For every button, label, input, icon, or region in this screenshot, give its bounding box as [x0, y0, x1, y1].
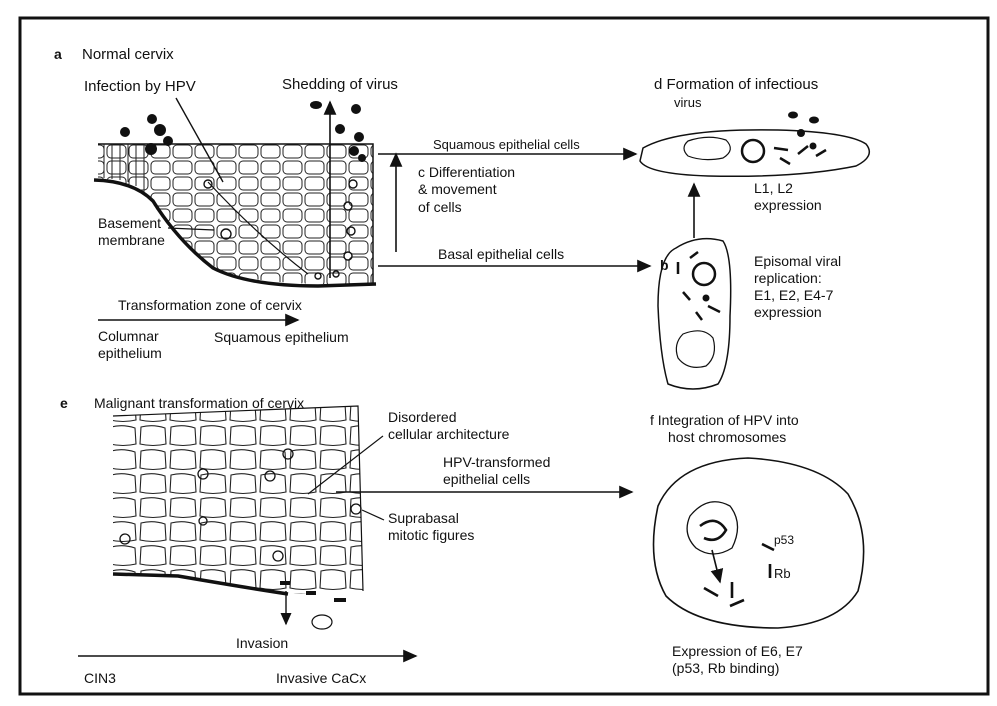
oncoproteins-f [704, 544, 774, 606]
panel-a-title: Normal cervix [82, 46, 174, 63]
hpv-transformed-label-1: HPV-transformed [443, 454, 550, 470]
basement-label-1: Basement [98, 215, 161, 231]
expression-label-2: (p53, Rb binding) [672, 660, 779, 676]
cin3-label: CIN3 [84, 670, 116, 686]
integrated-dna-f [700, 521, 726, 540]
panel-e: e Malignant transformation of cervix Dis… [60, 395, 632, 686]
virion-b [703, 295, 710, 302]
host-cell-f [654, 458, 864, 628]
nucleus-b [676, 331, 714, 368]
malignant-tissue [108, 404, 368, 596]
p53-label: p53 [774, 533, 794, 547]
disordered-label-2: cellular architecture [388, 426, 510, 442]
viral-episome-d [742, 140, 764, 162]
nucleus-f [687, 502, 737, 554]
panel-d: d Formation of infectious virus L1, L2 e… [640, 76, 869, 238]
panel-f-title-1: f Integration of HPV into [650, 412, 799, 428]
panel-b: b Episomal viral replication: E1, E2, E4… [658, 239, 841, 389]
episome-b [693, 263, 715, 285]
suprabasal-label-1: Suprabasal [388, 510, 459, 526]
differentiation-label-3: of cells [418, 199, 462, 215]
figure-border [20, 18, 988, 694]
infection-label: Infection by HPV [84, 78, 196, 95]
episomal-label-2: replication: [754, 270, 822, 286]
squamous-epithelium-label: Squamous epithelium [214, 329, 349, 345]
transformation-zone-label: Transformation zone of cervix [118, 297, 302, 313]
expression-arrow-f [712, 550, 720, 582]
invasive-label: Invasive CaCx [276, 670, 366, 686]
panel-a-letter: a [54, 46, 62, 62]
nucleus-d [684, 137, 730, 159]
expression-label-1: Expression of E6, E7 [672, 643, 803, 659]
invasion-label: Invasion [236, 635, 288, 651]
episomal-label-3: E1, E2, E4-7 [754, 287, 834, 303]
basement-label-2: membrane [98, 232, 165, 248]
suprabasal-label-2: mitotic figures [388, 527, 474, 543]
panel-e-letter: e [60, 395, 68, 411]
panel-f-title-2: host chromosomes [668, 429, 786, 445]
figure-frame: a Normal cervix Infection by HPV Sheddin… [18, 16, 993, 696]
panel-a: a Normal cervix Infection by HPV Sheddin… [54, 46, 650, 361]
l-expression-label-2: expression [754, 197, 822, 213]
rb-label: Rb [774, 566, 791, 581]
capsid-proteins-d [774, 146, 826, 164]
panel-d-title-1: d Formation of infectious [654, 76, 818, 93]
panel-d-title-2: virus [674, 95, 702, 110]
hpv-cervix-diagram: a Normal cervix Infection by HPV Sheddin… [18, 16, 993, 696]
disordered-label-1: Disordered [388, 409, 456, 425]
squamous-cells-label: Squamous epithelial cells [433, 137, 580, 152]
detached-cell [312, 615, 332, 629]
suprabasal-pointer [362, 510, 384, 520]
squamous-cell-d [640, 130, 869, 176]
l-expression-label-1: L1, L2 [754, 180, 793, 196]
panel-e-title: Malignant transformation of cervix [94, 395, 304, 411]
differentiation-label-1: c Differentiation [418, 164, 515, 180]
viral-proteins-b [678, 252, 720, 320]
basal-cells-label: Basal epithelial cells [438, 246, 564, 262]
episomal-label-4: expression [754, 304, 822, 320]
columnar-label-2: epithelium [98, 345, 162, 361]
episomal-label-1: Episomal viral [754, 253, 841, 269]
shedding-label: Shedding of virus [282, 76, 398, 93]
columnar-label-1: Columnar [98, 328, 159, 344]
basal-cell-b [658, 239, 731, 389]
hpv-transformed-label-2: epithelial cells [443, 471, 530, 487]
differentiation-label-2: & movement [418, 181, 497, 197]
panel-f: f Integration of HPV into host chromosom… [650, 412, 864, 676]
